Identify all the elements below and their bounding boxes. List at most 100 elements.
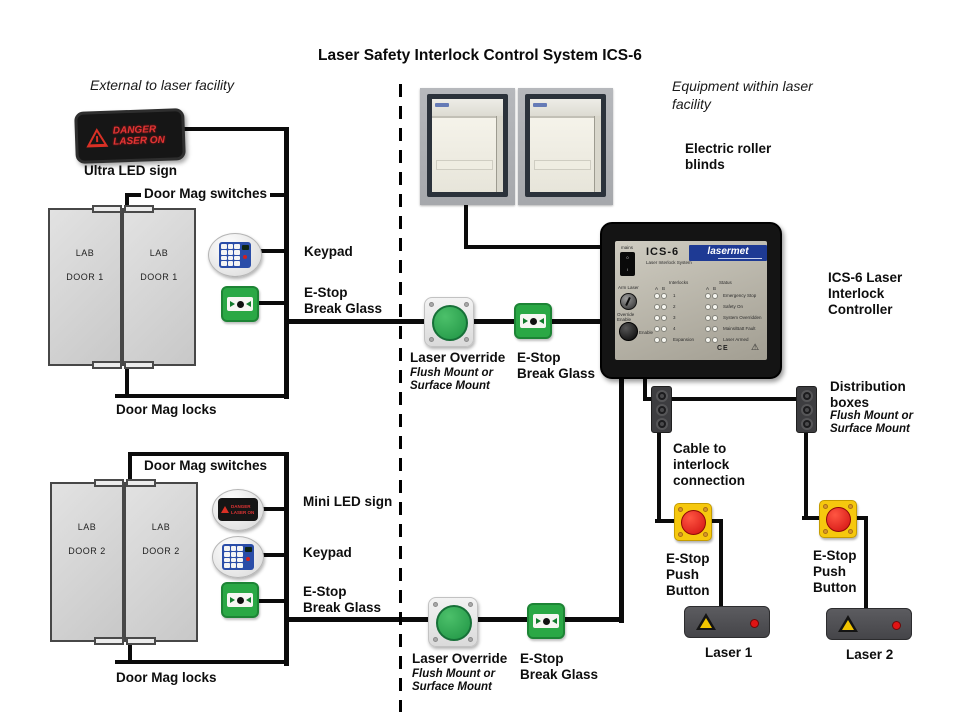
wire xyxy=(254,249,288,253)
ics6-model-text: ICS-6 xyxy=(646,246,680,258)
red-stop-button xyxy=(826,507,851,532)
override1-label: Laser Override xyxy=(410,350,506,365)
arrow-icon xyxy=(535,618,541,624)
arrow-icon xyxy=(229,301,235,307)
blind-bottom-bar xyxy=(436,160,493,170)
override-knob xyxy=(619,322,638,341)
zone-label-internal: Equipment within laser facility xyxy=(672,78,813,112)
keypad-led xyxy=(246,557,250,561)
blind-frame xyxy=(427,94,508,197)
override1-mount-label: Flush Mount or Surface Mount xyxy=(410,367,494,393)
blind-cassette xyxy=(432,99,503,118)
door1-mag-switches-label: Door Mag switches xyxy=(141,186,271,202)
keypad-face xyxy=(219,242,251,268)
break-glass-dot xyxy=(236,300,244,308)
led-indicator xyxy=(712,326,718,332)
col-a: A xyxy=(655,286,659,291)
wire xyxy=(129,452,288,456)
break-glass-device xyxy=(514,303,552,339)
door1-mag-locks-label: Door Mag locks xyxy=(113,402,220,418)
cable-label: Cable to interlock connection xyxy=(670,441,749,489)
led-indicator xyxy=(661,326,667,332)
wire xyxy=(255,301,288,305)
warning-triangle-icon xyxy=(842,620,854,630)
wire xyxy=(255,599,288,603)
brand-logo: lasermet xyxy=(689,245,767,261)
keypad-keys xyxy=(221,244,240,266)
break-glass-device xyxy=(221,582,259,618)
led-indicator xyxy=(654,315,660,321)
mini-led-label: Mini LED sign xyxy=(303,494,393,509)
warning-triangle-icon: ⚠ xyxy=(751,342,760,352)
wire xyxy=(643,373,647,401)
laser-indicator-dot xyxy=(750,619,759,628)
arrow-icon xyxy=(551,618,557,624)
led-indicator xyxy=(712,337,718,343)
door-hinge xyxy=(92,361,122,369)
door-hinge xyxy=(124,205,154,213)
roller-blind-photo xyxy=(420,88,515,205)
led-indicator xyxy=(661,337,667,343)
key-switch xyxy=(620,293,637,310)
blind-side-rail xyxy=(594,116,601,192)
wire xyxy=(180,127,288,131)
led-indicator xyxy=(705,315,711,321)
interlock-row-label: 2 xyxy=(673,304,676,309)
danger-triangle-icon xyxy=(85,127,109,148)
estop-push1-label: E-Stop Push Button xyxy=(666,551,710,598)
break-glass-dot xyxy=(529,317,537,325)
blind-frame xyxy=(525,94,606,197)
estop-mid-label: E-Stop Break Glass xyxy=(517,350,596,381)
led-indicator xyxy=(705,326,711,332)
estop1-label: E-Stop Break Glass xyxy=(304,285,383,316)
door-hinge xyxy=(126,637,156,645)
wire xyxy=(864,516,868,612)
arrow-icon xyxy=(522,318,528,324)
door-number-label: DOOR 2 xyxy=(142,546,180,556)
mains-label: mains xyxy=(621,245,634,250)
page-title: Laser Safety Interlock Control System IC… xyxy=(318,47,642,64)
roller-blind-photo xyxy=(518,88,613,205)
arrow-icon xyxy=(245,597,251,603)
power-switch: 0 I xyxy=(620,252,635,276)
wire xyxy=(655,519,677,523)
override-green-button xyxy=(432,305,468,341)
led-indicator xyxy=(661,304,667,310)
door-panel: LAB DOOR 1 xyxy=(122,208,196,366)
wire xyxy=(804,431,808,520)
led-indicator xyxy=(654,326,660,332)
door-number-label: DOOR 1 xyxy=(66,272,104,282)
keypad-display xyxy=(245,547,252,552)
interlocks-header: Interlocks xyxy=(669,280,689,285)
keypad-device xyxy=(212,536,264,578)
blind-sheet xyxy=(530,118,595,192)
status-row-label: Safety On xyxy=(723,304,744,309)
door-hinge xyxy=(124,361,154,369)
distribution-boxes-label: Distribution boxes xyxy=(830,379,906,410)
facility-boundary-dashed-line xyxy=(399,84,402,712)
door2-mag-switches-label: Door Mag switches xyxy=(141,458,271,474)
wire xyxy=(464,245,602,249)
blind-sheet xyxy=(432,118,497,192)
led-indicator xyxy=(705,337,711,343)
controller-label: ICS-6 Laser Interlock Controller xyxy=(828,270,903,317)
blind-bottom-bar xyxy=(534,160,591,170)
led-indicator xyxy=(654,304,660,310)
wire xyxy=(284,127,289,399)
break-glass-dot xyxy=(542,617,550,625)
keypad-display xyxy=(242,245,249,250)
blind-cassette xyxy=(530,99,601,118)
status-row-label: Laser Armed xyxy=(723,337,749,342)
keypad-led xyxy=(243,255,247,259)
laser-override-device xyxy=(428,597,478,647)
wire xyxy=(125,193,129,209)
distribution-mount-label: Flush Mount or Surface Mount xyxy=(830,410,914,436)
door-room-label: LAB xyxy=(75,248,95,258)
zone-label-external: External to laser facility xyxy=(90,77,234,93)
enable-label: Enable xyxy=(639,330,654,335)
door-panel: LAB DOOR 2 xyxy=(50,482,124,642)
led-indicator xyxy=(661,293,667,299)
wire xyxy=(115,394,288,398)
